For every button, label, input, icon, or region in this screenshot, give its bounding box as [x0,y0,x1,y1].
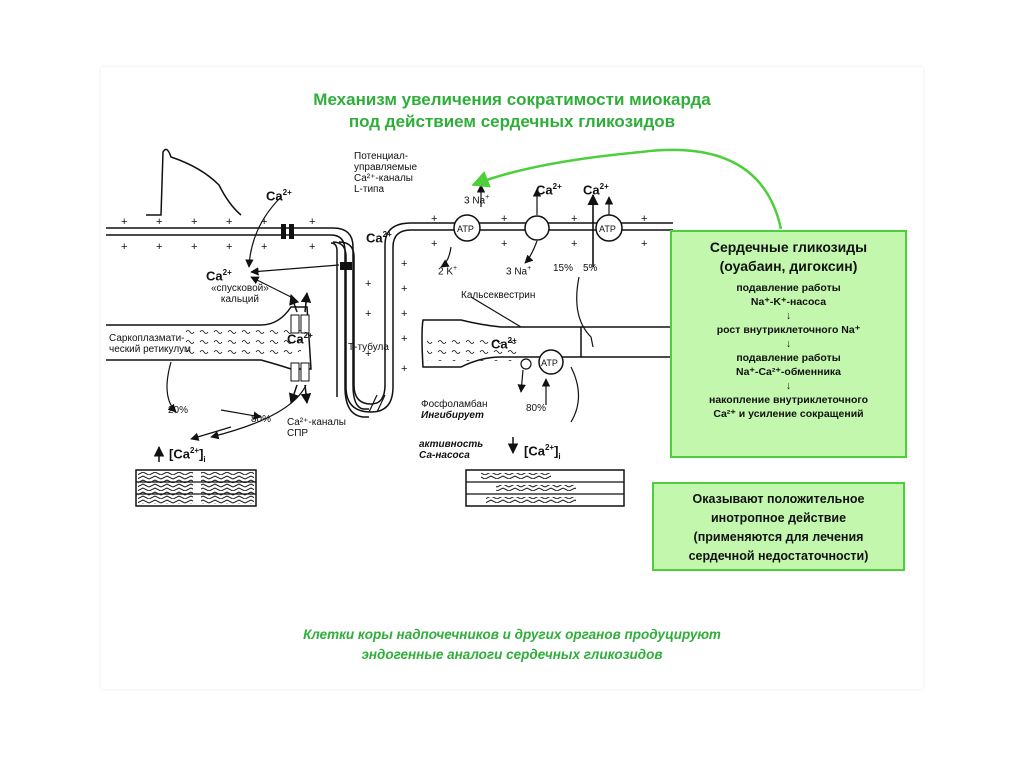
svg-text:+: + [401,308,407,320]
svg-text:+: + [365,278,371,290]
svg-text:+: + [226,241,232,253]
effect-line: сердечной недостаточности) [688,549,869,563]
serca-pump [538,349,564,375]
label-15-percent: 15% [553,263,574,274]
mechanism-step: Na⁺-K⁺-насоса [750,296,827,308]
sr-left [106,306,312,382]
mechanism-box: Сердечные гликозиды (оуабаин, дигоксин) … [670,230,907,458]
svg-text:+: + [309,216,315,228]
svg-text:+: + [156,241,162,253]
label-atp-3: ATP [541,358,558,368]
arrow-ca-influx [245,196,282,268]
label-3na-top: 3 Na+ [464,194,490,207]
effect-line: инотропное действие [710,511,847,525]
label-ca-cytosol-left: [Ca2+]i [169,446,206,464]
svg-text:+: + [261,216,267,228]
label-sarcoplasmic-reticulum: Саркоплазмати- ческий ретикулум [109,333,191,355]
label-ca-left-mid: Ca2+ [206,268,232,284]
svg-text:+: + [641,238,647,250]
mechanism-arrow: ↓ [785,380,792,392]
label-atp-2: ATP [599,224,616,234]
label-pump-activity: активность Са-насоса [419,439,484,461]
label-ca-channel: Ca2+ [366,230,392,246]
svg-text:+: + [365,308,371,320]
mechanism-step: подавление работы [736,282,841,294]
label-ca-right-1: Ca2+ [536,182,562,198]
svg-text:+: + [641,213,647,225]
svg-text:+: + [571,213,577,225]
t-tubule-outer [332,229,673,413]
svg-text:+: + [365,348,371,360]
svg-text:+: + [501,238,507,250]
mechanism-step: рост внутриклеточного Na⁺ [716,324,861,336]
label-ca-sr: Ca2+ [287,331,313,347]
svg-text:+: + [431,213,437,225]
mechanism-steps: подавление работы Na⁺-K⁺-насоса ↓ рост в… [672,281,905,421]
l-type-channel [281,224,286,239]
membrane-charges: + + + + + + + + + + + + + + + + + + + + + + + + + + + + [121,213,647,375]
label-3na-bottom: 3 Na+ [506,265,532,278]
effect-line: (применяются для лечения [693,530,864,544]
mechanism-heading-2: (оуабаин, дигоксин) [719,258,858,274]
label-trigger-calcium: «спусковой» кальций [211,283,269,305]
footer-line-1: Клетки коры надпочечников и других орган… [303,627,721,642]
na-ca-exchanger [524,215,550,241]
mechanism-arrow: ↓ [785,310,792,322]
footer-note: Клетки коры надпочечников и других орган… [101,625,923,665]
t-tubule-inner [338,222,673,405]
label-t-tubule: Т-тубула [348,342,389,353]
title-line-2: под действием сердечных гликозидов [348,112,676,131]
label-ca-upper: Ca2+ [266,188,292,204]
myocyte-diagram: + + + + + + + + + + + + + + + + + + + + + + + + + + + + [106,148,783,507]
label-atp-1: ATP [457,224,474,234]
myofilament-right [465,469,625,507]
t-tubule-channel [340,262,352,270]
svg-text:+: + [309,241,315,253]
svg-text:+: + [401,283,407,295]
label-5-percent: 5% [583,263,598,274]
label-2k: 2 K+ [438,265,458,278]
footer-line-2: эндогенные аналоги сердечных гликозидов [361,647,663,662]
label-80-percent-left: 80% [251,414,272,425]
label-spr-channels: Ca²⁺-каналы СПР [287,417,346,439]
svg-text:+: + [121,241,127,253]
label-ca-right-2: Ca2+ [583,182,609,198]
mechanism-heading-1: Сердечные гликозиды [709,239,868,255]
svg-text:+: + [401,333,407,345]
label-ca-sr-right: Ca2+ [491,336,517,352]
na-k-atpase [453,214,481,242]
glycoside-target-arrow [471,148,783,230]
mechanism-step: подавление работы [736,352,841,364]
label-80-percent-right: 80% [526,403,547,414]
slide: Механизм увеличения сократимости миокард… [101,67,923,689]
svg-text:+: + [156,216,162,228]
title-line-1: Механизм увеличения сократимости миокард… [313,90,711,109]
sr-right [421,319,673,368]
svg-text:+: + [401,258,407,270]
svg-text:+: + [121,216,127,228]
label-ca-cytosol-right: [Ca2+]i [524,443,561,461]
svg-text:+: + [261,241,267,253]
effect-box: Оказывают положительное инотропное дейст… [652,482,905,571]
sarcolemma-left [106,227,369,418]
label-calsequestrin: Кальсеквестрин [461,290,536,301]
mechanism-step: накопление внутриклеточного [708,394,869,406]
svg-text:+: + [571,238,577,250]
label-l-type-channels: Потенциал- управляемые Ca²⁺-каналы L-тип… [354,151,418,195]
svg-text:+: + [431,238,437,250]
mechanism-arrow: ↓ [785,338,792,350]
mechanism-step: Na⁺-Ca²⁺-обменника [735,366,842,378]
svg-text:+: + [226,216,232,228]
svg-text:+: + [401,363,407,375]
effect-line: Оказывают положительное [692,492,865,506]
action-potential-curve [146,148,242,216]
label-20-percent: 20% [168,405,189,416]
mechanism-step: Ca²⁺ и усиление сокращений [713,408,864,420]
myofilament-left [135,469,257,507]
label-phospholamban: Фосфоламбан Ингибирует [421,399,488,421]
svg-text:+: + [191,216,197,228]
svg-text:+: + [501,213,507,225]
slide-title: Механизм увеличения сократимости миокард… [101,89,923,133]
svg-text:+: + [191,241,197,253]
